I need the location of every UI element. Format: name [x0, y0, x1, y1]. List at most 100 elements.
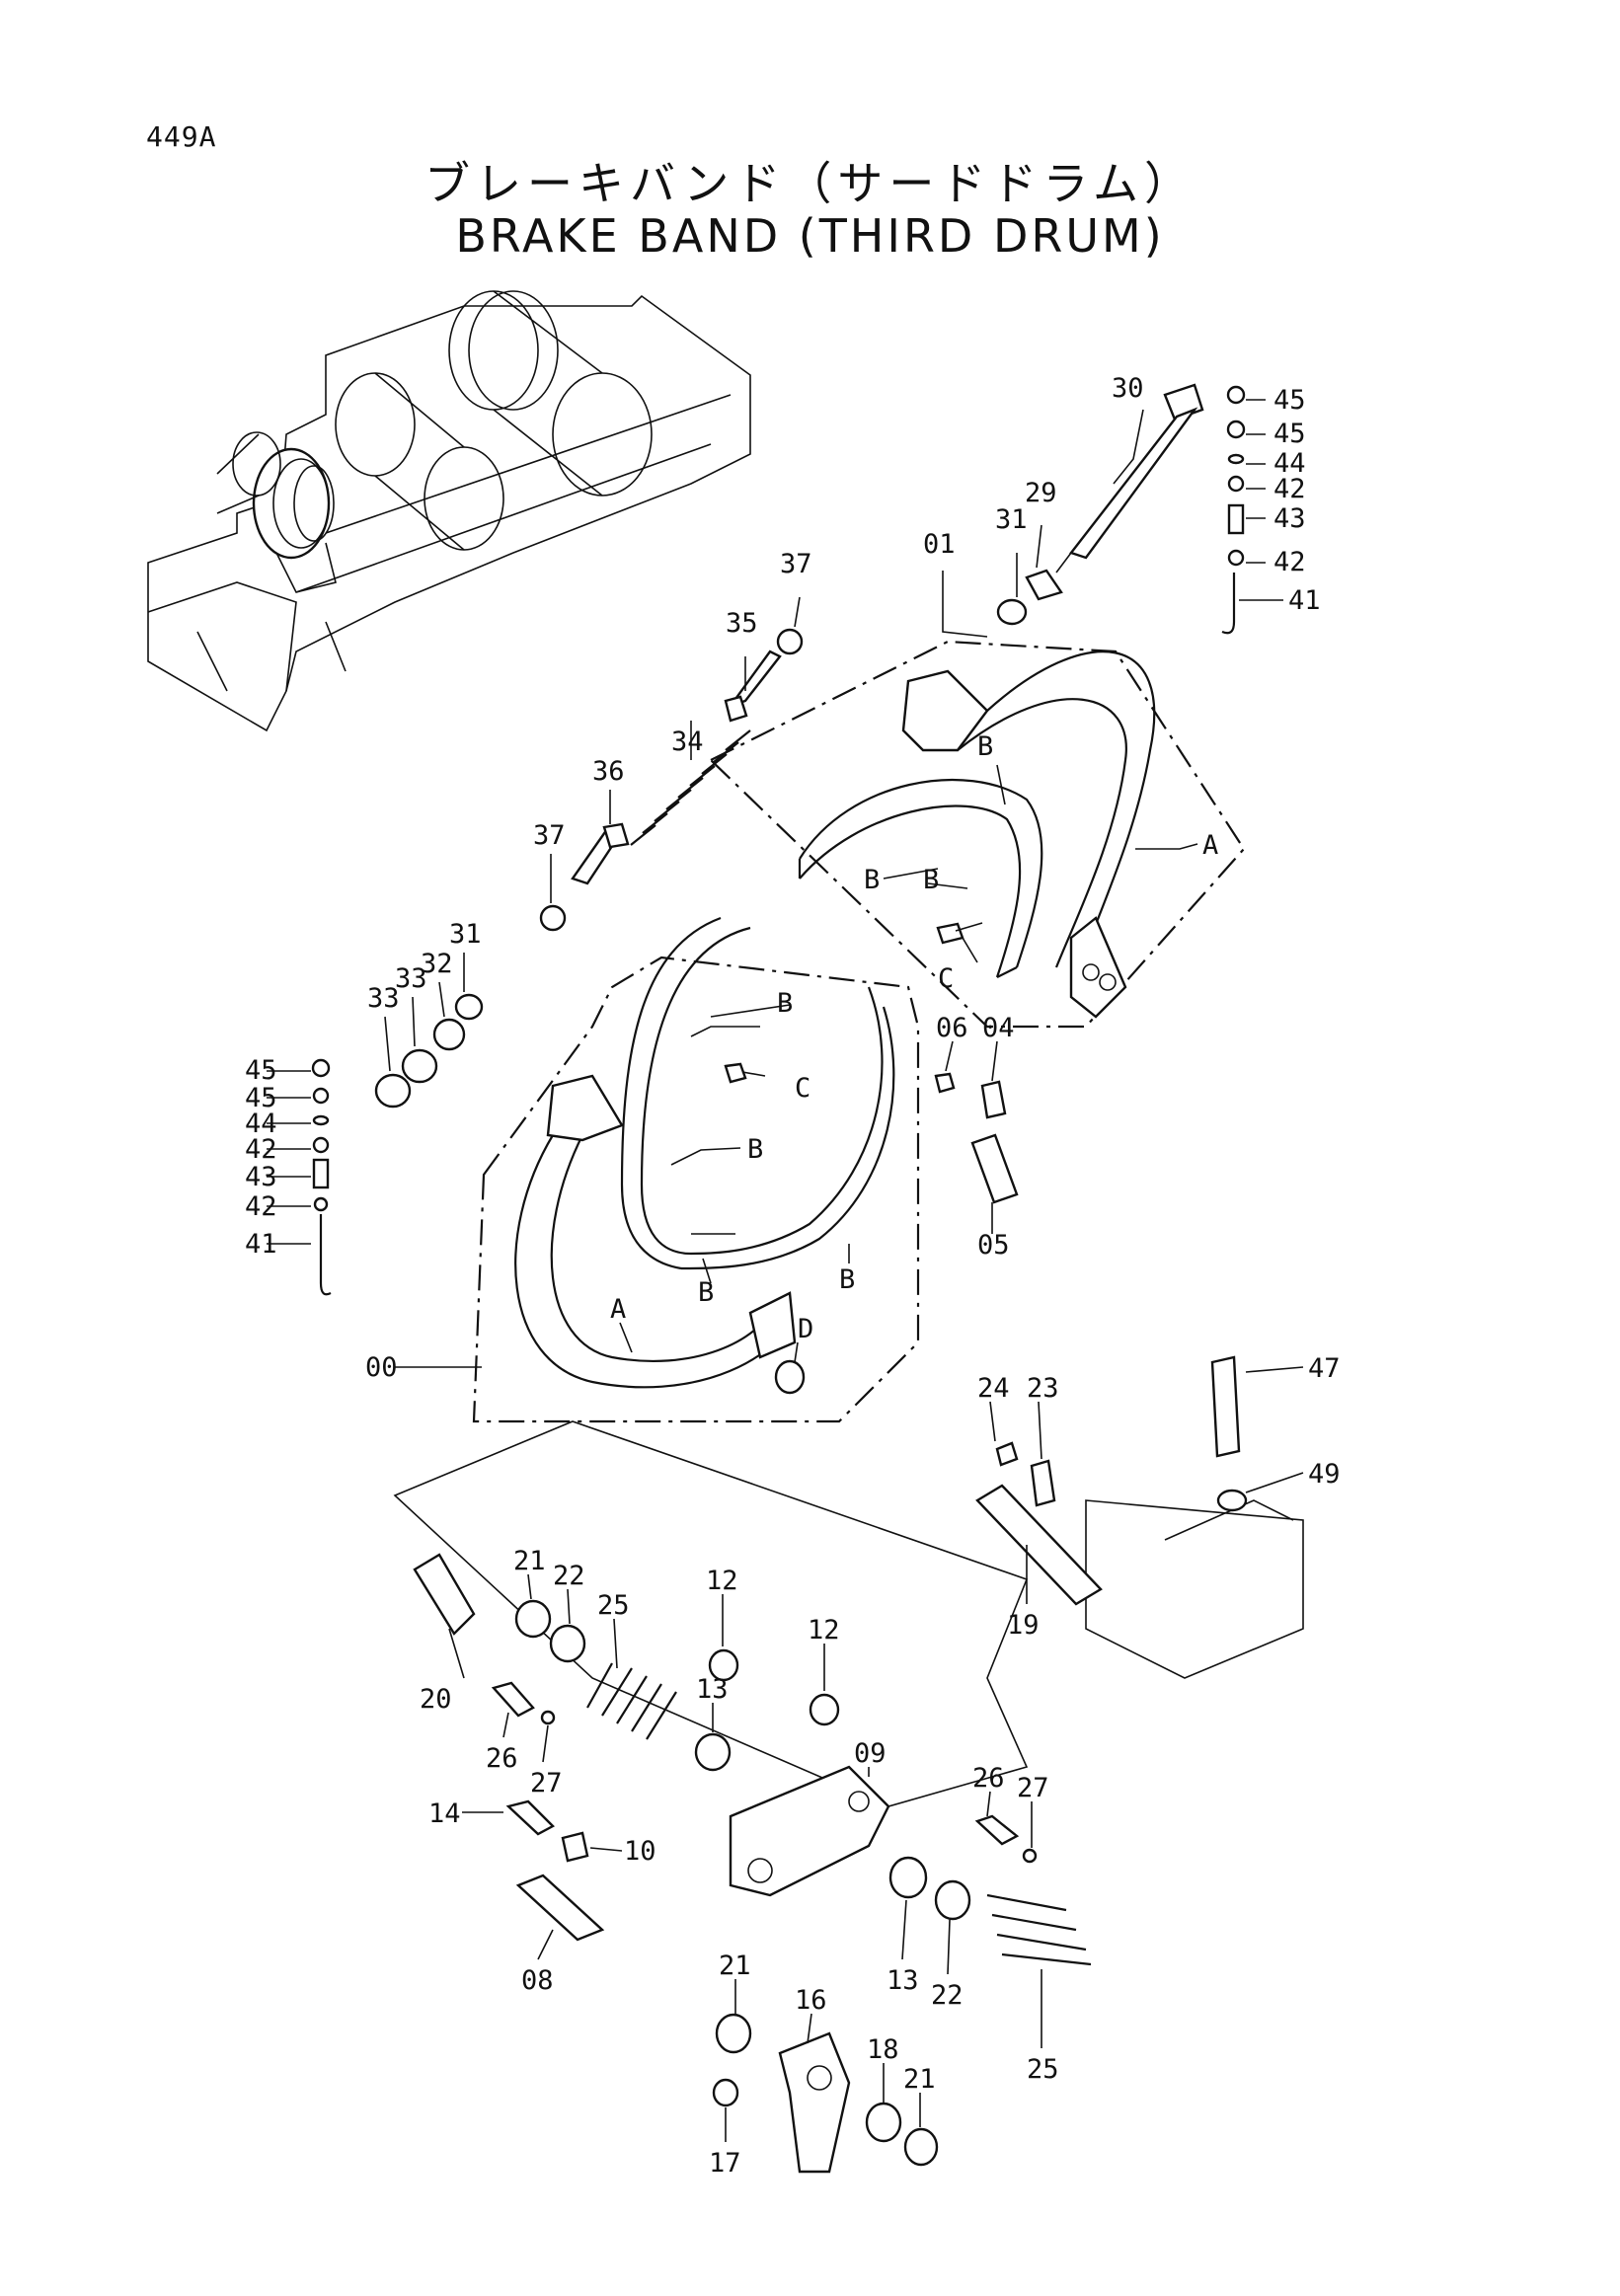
callout-45: 45 — [245, 1083, 277, 1113]
callout-19: 19 — [1007, 1610, 1040, 1641]
callout-22: 22 — [931, 1980, 964, 2011]
callout-16: 16 — [795, 1985, 827, 2016]
bolt-24 — [995, 1441, 1019, 1467]
callout-04: 04 — [982, 1013, 1015, 1043]
lower-bracket-frame — [393, 1420, 1304, 1807]
callout-33: 33 — [367, 983, 400, 1014]
callout-43: 43 — [1273, 503, 1306, 534]
callout-labels: 30 45 45 44 42 43 42 41 29 31 01 37 35 3… — [245, 373, 1341, 2179]
callout-34: 34 — [671, 727, 704, 757]
callout-30: 30 — [1112, 373, 1144, 404]
callout-29: 29 — [1025, 478, 1057, 508]
callout-12: 12 — [706, 1566, 738, 1596]
left-hardware-stack — [311, 1058, 332, 1296]
bushing-13-upper — [694, 1732, 732, 1772]
nut-31-upper — [996, 598, 1028, 626]
callout-35: 35 — [726, 608, 758, 639]
nut-49 — [1216, 1489, 1248, 1512]
callout-44: 44 — [245, 1109, 277, 1139]
callout-05: 05 — [977, 1230, 1010, 1261]
callout-31: 31 — [449, 919, 482, 950]
callout-00: 00 — [365, 1352, 398, 1383]
ring-22-lower — [934, 1879, 971, 1921]
pin-08 — [515, 1874, 605, 1942]
callout-42: 42 — [245, 1191, 277, 1222]
spring-34 — [630, 729, 751, 846]
callout-13: 13 — [696, 1674, 729, 1705]
washer-27-lower — [1022, 1848, 1038, 1864]
callout-45: 45 — [1273, 419, 1306, 449]
callout-A: A — [1202, 830, 1218, 861]
lever-16 — [778, 2031, 851, 2174]
callout-21: 21 — [903, 2064, 936, 2095]
callout-09: 09 — [854, 1738, 887, 1769]
pin-19 — [975, 1484, 1103, 1606]
callout-C: C — [795, 1073, 810, 1104]
callout-12: 12 — [808, 1615, 840, 1645]
callout-C: C — [938, 963, 954, 994]
bolt-26-lower — [974, 1814, 1020, 1846]
callout-37: 37 — [780, 549, 812, 579]
callout-26: 26 — [486, 1743, 518, 1774]
callout-45: 45 — [1273, 385, 1306, 416]
machine-inset-illustration — [147, 290, 751, 732]
callout-42: 42 — [1273, 547, 1306, 577]
callout-21: 21 — [719, 1951, 751, 1981]
nut-37-upper — [776, 628, 804, 655]
callout-37: 37 — [533, 820, 566, 851]
callout-32: 32 — [421, 949, 453, 979]
callout-21: 21 — [513, 1546, 546, 1576]
callout-33: 33 — [395, 963, 427, 994]
callout-45: 45 — [245, 1055, 277, 1086]
callout-41: 41 — [1288, 585, 1321, 616]
callout-B: B — [864, 865, 880, 895]
callout-10: 10 — [624, 1836, 656, 1867]
callout-B: B — [777, 988, 793, 1019]
callout-23: 23 — [1027, 1373, 1059, 1404]
callout-B: B — [923, 865, 939, 895]
callout-01: 01 — [923, 529, 956, 560]
callout-43: 43 — [245, 1162, 277, 1192]
page-number: 449A — [146, 120, 217, 153]
bushing-17 — [712, 2078, 739, 2107]
callout-44: 44 — [1273, 448, 1306, 479]
bushing-12a — [708, 1648, 739, 1682]
callout-25: 25 — [597, 1590, 630, 1621]
bolt-47 — [1210, 1355, 1241, 1458]
nut-33a — [401, 1048, 438, 1084]
bushing-13-lower — [888, 1856, 928, 1899]
bolt-14 — [505, 1799, 555, 1836]
callout-47: 47 — [1308, 1353, 1341, 1384]
bolt-30 — [1055, 383, 1204, 574]
title-english: BRAKE BAND (THIRD DRUM) — [455, 209, 1165, 263]
callout-08: 08 — [521, 1965, 554, 1996]
callout-49: 49 — [1308, 1459, 1341, 1490]
bushing-12b — [809, 1693, 840, 1726]
callout-20: 20 — [420, 1684, 452, 1715]
callout-B: B — [747, 1134, 763, 1165]
callout-36: 36 — [592, 756, 625, 787]
callout-42: 42 — [1273, 474, 1306, 504]
callout-D: D — [798, 1314, 813, 1344]
title-japanese: ブレーキバンド（サードドラム） — [424, 157, 1196, 210]
ring-21-upper — [514, 1599, 552, 1639]
shims-25-lower — [986, 1893, 1092, 1966]
callout-25: 25 — [1027, 2054, 1059, 2085]
leader-lines — [267, 399, 1304, 2142]
ring-21-lower-right — [903, 2127, 939, 2167]
washer-27-upper — [540, 1710, 556, 1725]
callout-B: B — [698, 1277, 714, 1308]
callout-17: 17 — [709, 2148, 741, 2179]
nut-31-lower — [454, 993, 484, 1021]
callout-41: 41 — [245, 1229, 277, 1260]
callout-31: 31 — [995, 504, 1028, 535]
bracket-20 — [413, 1553, 476, 1636]
callout-27: 27 — [530, 1768, 563, 1799]
callout-24: 24 — [977, 1373, 1010, 1404]
callout-26: 26 — [972, 1763, 1005, 1794]
plate-04 — [980, 1080, 1007, 1119]
callout-22: 22 — [553, 1561, 585, 1591]
upper-brake-band-01 — [709, 640, 1246, 1029]
bushing-18 — [865, 2102, 902, 2143]
